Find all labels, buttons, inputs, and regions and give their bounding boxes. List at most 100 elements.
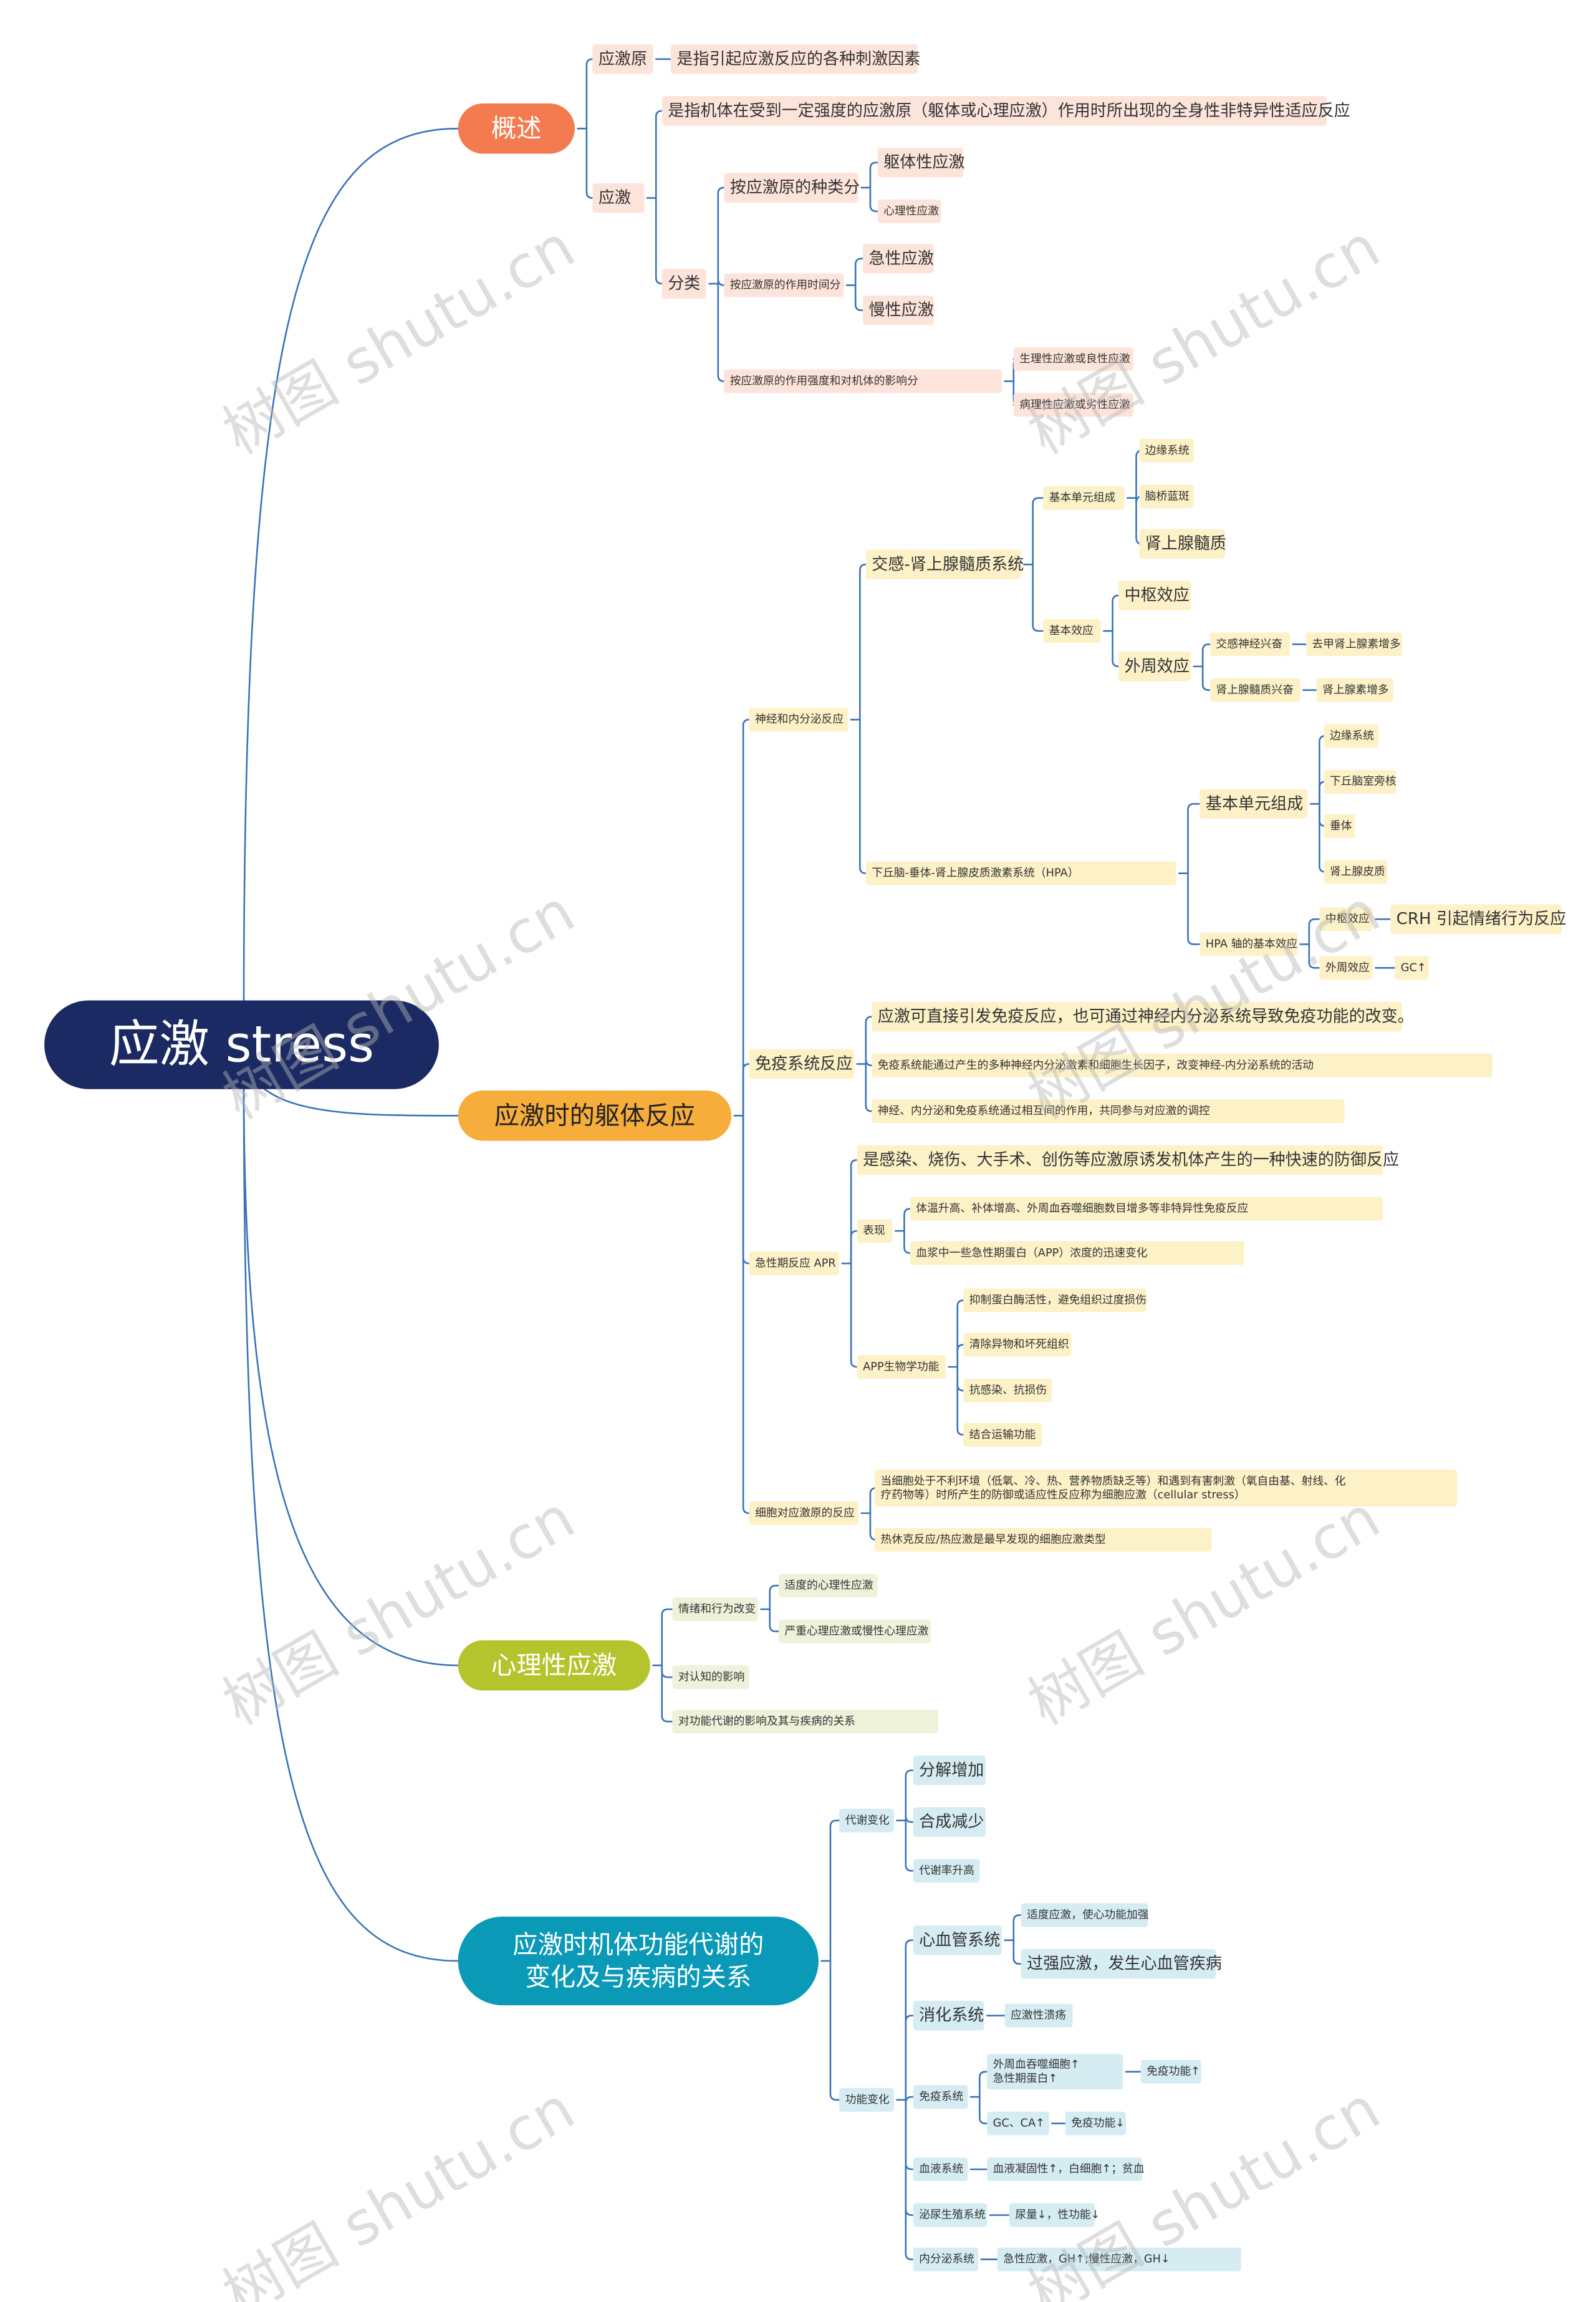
node-branches-somatic-neuro-hpa-effect-central-result[interactable]: CRH 引起情绪行为反应: [1390, 904, 1566, 934]
node-branches-somatic-neuro-hpa-unit-label[interactable]: 基本单元组成: [1199, 789, 1308, 819]
connector-line: [829, 1960, 840, 2101]
node-branches-somatic-neuro-sam-effect-peripheral-label[interactable]: 外周效应: [1118, 652, 1191, 681]
node-branches-somatic-apr-manifest-a[interactable]: 体温升高、补体增高、外周血吞噬细胞数目增多等非特异性免疫反应: [910, 1197, 1383, 1221]
node-branches-somatic-immune-b[interactable]: 免疫系统能通过产生的多种神经内分泌激素和细胞生长因子，改变神经-内分泌系统的活动: [872, 1053, 1493, 1077]
node-branches-metabolic-func-immune-b[interactable]: GC、CA↑: [987, 2111, 1049, 2136]
node-branches-somatic-apr-def[interactable]: 是感染、烧伤、大手术、创伤等应激原诱发机体产生的一种快速的防御反应: [857, 1145, 1400, 1175]
node-branches-metabolic-metab-c[interactable]: 代谢率升高: [913, 1859, 980, 1883]
node-branches-metabolic-func-immune-a-result[interactable]: 免疫功能↑: [1140, 2059, 1201, 2084]
node-branches-metabolic-func-endocrine-label[interactable]: 内分泌系统: [913, 2247, 978, 2271]
node-branches-metabolic-func-immune-b-result[interactable]: 免疫功能↓: [1065, 2111, 1126, 2136]
node-branches-metabolic-func-digest-a[interactable]: 应激性溃疡: [1004, 2003, 1073, 2028]
node-text: 当细胞处于不利环境（低氧、冷、热、营养物质缺乏等）和遇到有害刺激（氧自由基、射线…: [881, 1475, 1346, 1501]
node-branches-somatic-label[interactable]: 应激时的躯体反应: [458, 1091, 732, 1141]
connector-line: [585, 58, 594, 130]
node-branches-somatic-cell-a[interactable]: 当细胞处于不利环境（低氧、冷、热、营养物质缺乏等）和遇到有害刺激（氧自由基、射线…: [875, 1469, 1457, 1507]
connector-line: [717, 279, 725, 286]
node-branches-somatic-immune-c[interactable]: 神经、内分泌和免疫系统通过相互间的作用，共同参与对应激的调控: [872, 1099, 1345, 1124]
node-branches-metabolic-func-blood-a[interactable]: 血液凝固性↑，白细胞↑；贫血: [987, 2157, 1145, 2182]
node-branches-overview-stress-classify-by-kind-b[interactable]: 心理性应激: [877, 199, 941, 223]
node-branches-somatic-apr-app-d[interactable]: 结合运输功能: [963, 1423, 1042, 1447]
node-branches-somatic-immune-a[interactable]: 应激可直接引发免疫反应，也可通过神经内分泌系统导致免疫功能的改变。: [872, 1001, 1414, 1032]
node-branches-somatic-apr-label[interactable]: 急性期反应 APR: [749, 1251, 840, 1276]
node-branches-somatic-apr-manifest-b[interactable]: 血浆中一些急性期蛋白（APP）浓度的迅速变化: [910, 1241, 1244, 1265]
node-branches-somatic-neuro-hpa-effect-label[interactable]: HPA 轴的基本效应: [1199, 932, 1297, 956]
node-branches-somatic-neuro-sam-unit-label[interactable]: 基本单元组成: [1043, 486, 1125, 510]
node-branches-somatic-neuro-hpa-unit-a[interactable]: 边缘系统: [1324, 724, 1379, 748]
node-branches-somatic-neuro-sam-unit-b[interactable]: 脑桥蓝斑: [1139, 484, 1194, 509]
connector-line: [1112, 630, 1120, 668]
connector-line: [854, 284, 864, 312]
node-branches-psych-label[interactable]: 心理性应激: [458, 1640, 650, 1691]
node-branches-somatic-immune-label[interactable]: 免疫系统反应: [749, 1049, 854, 1079]
node-text: 脑桥蓝斑: [1145, 489, 1190, 503]
node-branches-somatic-apr-app-b[interactable]: 清除异物和坏死组织: [963, 1332, 1072, 1357]
node-branches-somatic-neuro-sam-unit-c[interactable]: 肾上腺髓质: [1139, 529, 1226, 559]
node-branches-metabolic-func-cardio-label[interactable]: 心血管系统: [913, 1925, 1002, 1955]
node-branches-metabolic-func-endocrine-a[interactable]: 急性应激，GH↑;慢性应激，GH↓: [997, 2247, 1241, 2271]
node-branches-somatic-neuro-hpa-effect-peripheral-result[interactable]: GC↑: [1395, 956, 1429, 980]
node-branches-somatic-neuro-sam-effect-peripheral-a-result[interactable]: 去甲肾上腺素增多: [1306, 632, 1403, 657]
node-branches-somatic-neuro-sam-effect-label[interactable]: 基本效应: [1043, 619, 1101, 643]
node-branches-overview-stress-classify-by-effect-b[interactable]: 病理性应激或劣性应激: [1013, 393, 1133, 417]
mind-map-nodes: 应激 stress概述应激时的躯体反应心理性应激应激时机体功能代谢的变化及与疾病…: [44, 44, 1566, 2271]
node-branches-overview-stress-classify-label[interactable]: 分类: [661, 269, 706, 299]
connector-line: [1308, 943, 1320, 969]
node-branches-somatic-neuro-sam-effect-peripheral-b-result[interactable]: 肾上腺素增多: [1316, 678, 1393, 702]
node-branches-somatic-neuro-sam-effect-peripheral-a[interactable]: 交感神经兴奋: [1210, 632, 1291, 657]
node-branches-psych-emotion-a[interactable]: 适度的心理性应激: [778, 1574, 878, 1597]
node-branches-somatic-neuro-hpa-unit-d[interactable]: 肾上腺皮质: [1324, 860, 1388, 884]
node-branches-metabolic-metab-label[interactable]: 代谢变化: [839, 1808, 894, 1832]
node-branches-overview-stressor-label[interactable]: 应激原: [592, 44, 653, 74]
node-branches-metabolic-func-digest-label[interactable]: 消化系统: [913, 2000, 984, 2031]
node-branches-overview-stress-def[interactable]: 是指机体在受到一定强度的应激原（躯体或心理应激）作用时所出现的全身性非特异性适应…: [661, 96, 1350, 126]
node-branches-metabolic-func-cardio-b[interactable]: 过强应激，发生心血管疾病: [1021, 1949, 1222, 1979]
node-branches-somatic-apr-app-label[interactable]: APP生物学功能: [857, 1355, 946, 1379]
node-branches-metabolic-metab-b[interactable]: 合成减少: [913, 1807, 986, 1837]
node-branches-overview-stress-classify-by-time-label[interactable]: 按应激原的作用时间分: [724, 273, 844, 297]
node-branches-psych-emotion-b[interactable]: 严重心理应激或慢性心理应激: [778, 1619, 931, 1644]
node-branches-somatic-apr-app-c[interactable]: 抗感染、抗损伤: [963, 1379, 1052, 1403]
node-branches-somatic-apr-app-a[interactable]: 抑制蛋白酶活性，避免组织过度损伤: [963, 1288, 1147, 1312]
node-branches-overview-label[interactable]: 概述: [458, 103, 575, 154]
node-branches-somatic-neuro-sam-label[interactable]: 交感-肾上腺髓质系统: [865, 549, 1024, 580]
node-branches-metabolic-func-immune-a-line1[interactable]: 外周血吞噬细胞↑急性期蛋白↑: [987, 2054, 1123, 2090]
node-branches-somatic-neuro-sam-effect-central[interactable]: 中枢效应: [1118, 580, 1191, 610]
node-branches-overview-stress-classify-by-time-a[interactable]: 急性应激: [863, 244, 934, 274]
node-branches-metabolic-func-immune-label[interactable]: 免疫系统: [913, 2085, 968, 2109]
node-branches-somatic-neuro-hpa-effect-peripheral[interactable]: 外周效应: [1319, 956, 1373, 980]
node-branches-metabolic-func-cardio-a[interactable]: 适度应激，使心功能加强: [1021, 1903, 1149, 1927]
node-text: 急性应激: [869, 249, 934, 268]
node-branches-overview-stress-classify-by-effect-label[interactable]: 按应激原的作用强度和对机体的影响分: [724, 369, 1002, 393]
node-branches-overview-stress-classify-by-effect-a[interactable]: 生理性应激或良性应激: [1013, 347, 1133, 371]
root-node[interactable]: 应激 stress: [44, 1000, 439, 1089]
node-branches-somatic-neuro-sam-effect-peripheral-b[interactable]: 肾上腺髓质兴奋: [1210, 678, 1300, 702]
node-branches-psych-disease[interactable]: 对功能代谢的影响及其与疾病的关系: [672, 1710, 938, 1734]
connector-line: [1308, 918, 1320, 945]
node-branches-metabolic-func-urinary-label[interactable]: 泌尿生殖系统: [913, 2203, 988, 2227]
connector-line: [865, 1016, 873, 1065]
node-branches-overview-stress-classify-by-kind-a[interactable]: 躯体性应激: [877, 148, 965, 178]
node-branches-metabolic-func-blood-label[interactable]: 血液系统: [913, 2157, 968, 2182]
node-branches-somatic-cell-b[interactable]: 热休克反应/热应激是最早发现的细胞应激类型: [875, 1528, 1212, 1552]
node-branches-somatic-neuro-hpa-effect-central[interactable]: 中枢效应: [1319, 907, 1373, 932]
node-branches-somatic-apr-manifest-label[interactable]: 表现: [857, 1219, 893, 1243]
node-branches-somatic-neuro-hpa-label[interactable]: 下丘脑-垂体-肾上腺皮质激素系统（HPA）: [865, 861, 1176, 885]
node-branches-somatic-neuro-hpa-unit-b[interactable]: 下丘脑室旁核: [1324, 769, 1396, 794]
node-branches-overview-stressor-def[interactable]: 是指引起应激反应的各种刺激因素: [670, 44, 920, 74]
node-branches-metabolic-func-label[interactable]: 功能变化: [839, 2088, 894, 2112]
node-branches-overview-stress-classify-by-time-b[interactable]: 慢性应激: [863, 296, 934, 325]
node-text: 血液凝固性↑，白细胞↑；贫血: [993, 2162, 1145, 2175]
node-branches-psych-emotion-label[interactable]: 情绪和行为改变: [672, 1597, 758, 1621]
node-branches-somatic-neuro-hpa-unit-c[interactable]: 垂体: [1324, 814, 1355, 838]
node-branches-psych-cognition[interactable]: 对认知的影响: [672, 1665, 749, 1689]
node-branches-somatic-cell-label[interactable]: 细胞对应激原的反应: [749, 1501, 858, 1525]
node-branches-somatic-neuro-label[interactable]: 神经和内分泌反应: [749, 708, 848, 732]
node-branches-overview-stress-classify-by-kind-label[interactable]: 按应激原的种类分: [724, 173, 860, 203]
connector-line: [1201, 643, 1211, 668]
node-branches-metabolic-func-urinary-a[interactable]: 尿量↓，性功能↓: [1009, 2203, 1100, 2227]
node-branches-somatic-neuro-sam-unit-a[interactable]: 边缘系统: [1139, 438, 1194, 463]
node-branches-overview-stress-label[interactable]: 应激: [592, 183, 645, 213]
node-branches-metabolic-metab-a[interactable]: 分解增加: [913, 1755, 986, 1785]
